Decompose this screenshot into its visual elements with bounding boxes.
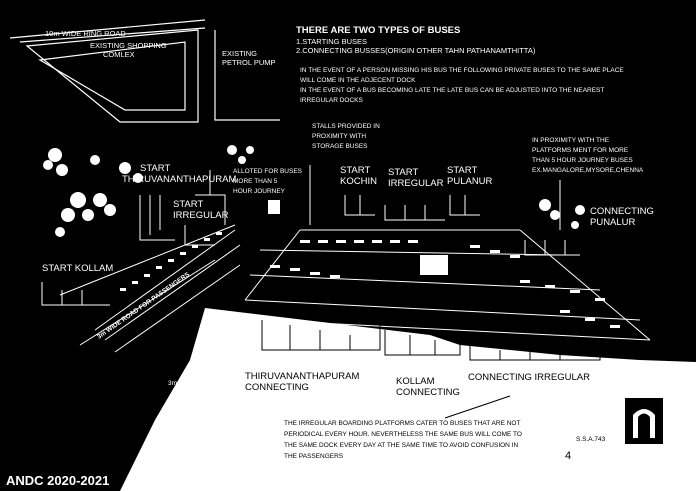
petrol-label-1: EXISTING [222, 49, 258, 58]
bottom-note-3: THE SAME DOCK EVERY DAY AT THE SAME TIME… [284, 442, 519, 449]
notes-missed-1: IN THE EVENT OF A PERSON MISSING HIS BUS… [300, 67, 624, 74]
start-irregular-mid-2: IRREGULAR [388, 178, 444, 189]
proximity-callout-1: IN PROXIMITY WITH THE [532, 137, 610, 144]
left-bus-docks [120, 232, 222, 291]
connecting-punalur-label-2: PUNALUR [590, 217, 636, 228]
start-punalur-label-2: PULANUR [447, 176, 493, 187]
ring-road-label: 10m WIDE RING ROAD [45, 29, 126, 38]
sheet-code: S.S.A.743 [576, 436, 606, 443]
petrol-label-2: PETROL PUMP [222, 58, 276, 67]
central-platforms [244, 229, 651, 341]
event-title: ANDC 2020-2021 [6, 473, 110, 488]
alloted-callout-1: ALLOTED FOR BUSES [233, 168, 302, 175]
bottom-note-2: PERIODICAL EVERY HOUR. NEVERTHELESS THE … [284, 431, 522, 438]
proximity-callout-3: THAN 5 HOUR JOURNEY BUSES [532, 157, 633, 164]
stalls-callout-3: STORAGE BUSES [312, 143, 368, 150]
stalls-callout-1: STALLS PROVIDED IN [312, 123, 380, 130]
notes-heading: THERE ARE TWO TYPES OF BUSES [296, 25, 461, 36]
central-bus-docks [270, 240, 620, 328]
notes-type-1: 1.STARTING BUSES [296, 37, 367, 46]
start-punalur-label-1: START [447, 165, 478, 176]
bottom-note-4: THE PASSENGERS [284, 453, 344, 460]
white-zone [120, 308, 696, 491]
start-kochin-label-1: START [340, 165, 371, 176]
notes-missed-2: WILL COME IN THE ADJECENT DOCK [300, 77, 416, 84]
stalls-callout-2: PROXIMITY WITH [312, 133, 367, 140]
tree-icon [43, 145, 585, 237]
shopping-label-1: EXISTING SHOPPING [90, 41, 167, 50]
nasa-logo-text: NASA [630, 446, 657, 453]
shopping-complex [9, 19, 206, 123]
alloted-callout-3: HOUR JOURNEY [233, 188, 286, 195]
alloted-callout-2: MORE THAN 5 [233, 178, 278, 185]
notes-type-2: 2.CONNECTING BUSSES(ORIGIN OTHER TAHN PA… [296, 46, 536, 55]
start-kollam-label: START KOLLAM [42, 263, 114, 274]
notes-late-2: IRREGULAR DOCKS [300, 97, 363, 104]
person-icon [268, 200, 280, 214]
conn-tvm-label-2: CONNECTING [245, 382, 309, 393]
start-irregular-left-2: IRREGULAR [173, 210, 229, 221]
proximity-callout-2: PLATFORMS MENT FOR MORE [532, 147, 629, 154]
callout-lines [41, 165, 580, 306]
conn-tvm-label-1: THIRUVANANTHAPURAM [245, 371, 360, 382]
connecting-punalur-label-1: CONNECTING [590, 206, 654, 217]
conn-kollam-label-2: CONNECTING [396, 387, 460, 398]
start-irregular-left-1: START [173, 199, 204, 210]
connecting-brackets [159, 320, 601, 419]
bottom-note-1: THE IRREGULAR BOARDING PLATFORMS CATER T… [284, 420, 521, 427]
start-irregular-mid-1: START [388, 167, 419, 178]
conn-kollam-label-1: KOLLAM [396, 376, 435, 387]
nasa-logo-icon [625, 398, 663, 444]
notes-late-1: IN THE EVENT OF A BUS BECOMING LATE THE … [300, 87, 605, 94]
start-tvm-label-2: THIRUVANANTHAPURAM [122, 174, 237, 185]
shopping-label-2: COMLEX [103, 50, 135, 59]
conn-irregular-label: CONNECTING IRREGULAR [468, 372, 590, 383]
exit-label: 3m WIDE EXIT [168, 380, 213, 387]
proximity-callout-4: EX.MANGALORE,MYSORE,CHENNA [532, 167, 644, 174]
petrol-pump [214, 30, 280, 121]
start-tvm-label-1: START [140, 163, 171, 174]
left-platforms [59, 224, 241, 353]
sheet-number: 4 [565, 450, 572, 462]
start-kochin-label-2: KOCHIN [340, 176, 377, 187]
